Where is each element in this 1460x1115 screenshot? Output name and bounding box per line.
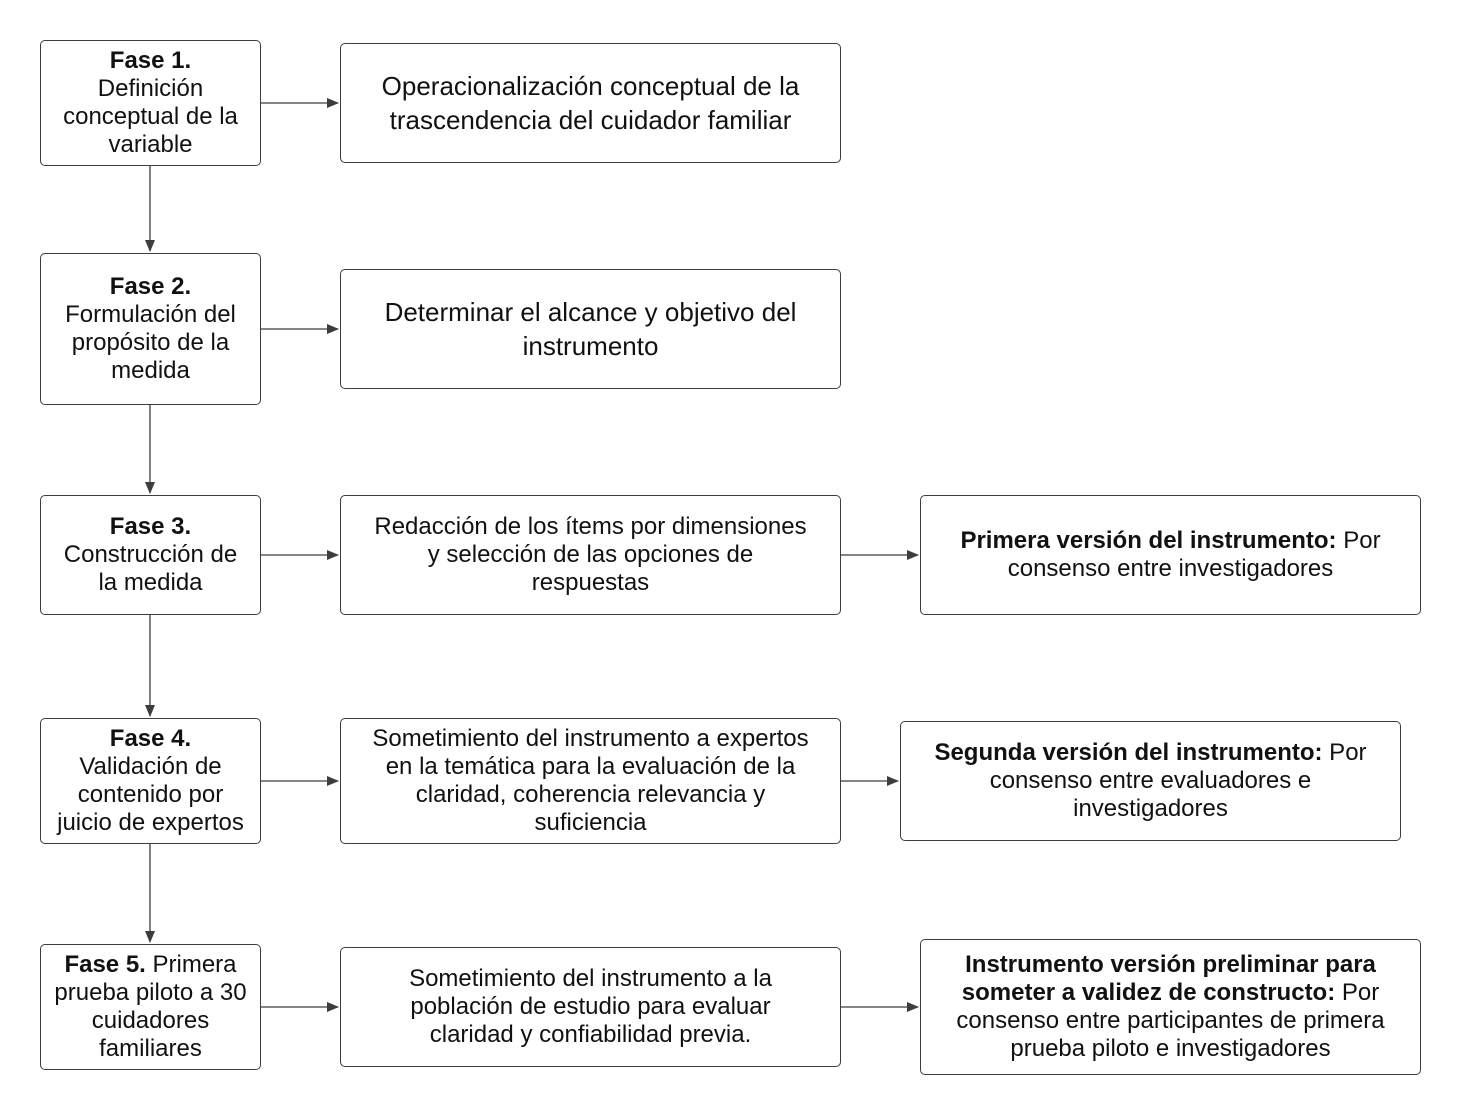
result-3-rest: Por xyxy=(1336,527,1381,554)
phase-1-line-2: conceptual de la xyxy=(63,103,238,130)
phase-1-box: Fase 1. Definición conceptual de la vari… xyxy=(40,40,261,166)
result-5-line-1: consenso entre participantes de primera xyxy=(956,1007,1385,1034)
phase-2-line-1: Formulación del xyxy=(65,301,236,328)
phase-5-line-3: familiares xyxy=(99,1035,202,1062)
phase-1-line-1: Definición xyxy=(97,75,204,102)
phase-2-box: Fase 2. Formulación del propósito de la … xyxy=(40,253,261,405)
phase-4-line-3: juicio de expertos xyxy=(57,809,244,836)
action-2-box: Determinar el alcance y objetivo del ins… xyxy=(340,269,841,389)
result-3-box: Primera versión del instrumento: Por con… xyxy=(920,495,1421,615)
result-5-box: Instrumento versión preliminar para some… xyxy=(920,939,1421,1075)
action-1-line-2: trascendencia del cuidador familiar xyxy=(389,105,792,135)
action-1-line-1: Operacionalización conceptual de la xyxy=(381,71,800,101)
phase-4-label: Fase 4. xyxy=(109,725,192,752)
result-4-rest: Por xyxy=(1322,739,1367,766)
phase-2-line-3: medida xyxy=(111,357,190,384)
result-5-line-2: prueba piloto e investigadores xyxy=(1010,1035,1331,1062)
action-4-line-3: claridad, coherencia relevancia y xyxy=(415,781,766,808)
action-4-box: Sometimiento del instrumento a expertos … xyxy=(340,718,841,844)
result-4-line-2: investigadores xyxy=(1073,795,1228,822)
action-5-line-2: población de estudio para evaluar xyxy=(410,993,771,1020)
phase-5-label-rest: Primera xyxy=(145,951,237,978)
action-3-line-3: respuestas xyxy=(531,569,650,596)
phase-5-line-1: prueba piloto a 30 xyxy=(54,979,247,1006)
result-3-line-1: consenso entre investigadores xyxy=(1007,555,1334,582)
action-3-line-1: Redacción de los ítems por dimensiones xyxy=(374,513,807,540)
action-4-line-4: suficiencia xyxy=(534,809,647,836)
phase-2-line-2: propósito de la xyxy=(71,329,230,356)
action-5-box: Sometimiento del instrumento a la poblac… xyxy=(340,947,841,1067)
result-4-bold: Segunda versión del instrumento: xyxy=(934,739,1323,766)
action-3-line-2: y selección de las opciones de xyxy=(427,541,754,568)
phase-3-box: Fase 3. Construcción de la medida xyxy=(40,495,261,615)
phase-4-line-1: Validación de xyxy=(79,753,222,780)
phase-3-label: Fase 3. xyxy=(109,513,192,540)
phase-1-line-3: variable xyxy=(108,131,193,158)
result-4-box: Segunda versión del instrumento: Por con… xyxy=(900,721,1401,841)
phase-3-line-1: Construcción de xyxy=(63,541,238,568)
phase-4-line-2: contenido por xyxy=(77,781,224,808)
phase-5-box: Fase 5. Primera prueba piloto a 30 cuida… xyxy=(40,944,261,1070)
action-2-line-1: Determinar el alcance y objetivo del xyxy=(384,297,797,327)
result-4-line-1: consenso entre evaluadores e xyxy=(989,767,1312,794)
result-5-rest: Por xyxy=(1335,979,1380,1006)
result-5-bold-line-1: Instrumento versión preliminar para xyxy=(965,951,1376,978)
phase-3-line-2: la medida xyxy=(98,569,203,596)
action-1-box: Operacionalización conceptual de la tras… xyxy=(340,43,841,163)
phase-1-label: Fase 1. xyxy=(109,47,192,74)
action-4-line-1: Sometimiento del instrumento a expertos xyxy=(372,725,809,752)
phase-4-box: Fase 4. Validación de contenido por juic… xyxy=(40,718,261,844)
action-5-line-1: Sometimiento del instrumento a la xyxy=(409,965,772,992)
result-3-bold: Primera versión del instrumento: xyxy=(960,527,1337,554)
phase-5-label: Fase 5. xyxy=(64,951,146,978)
action-2-line-2: instrumento xyxy=(522,331,659,361)
result-5-bold-line-2: someter a validez de constructo: xyxy=(961,979,1336,1006)
action-5-line-3: claridad y confiabilidad previa. xyxy=(429,1021,752,1048)
phase-5-line-2: cuidadores xyxy=(91,1007,210,1034)
action-4-line-2: en la temática para la evaluación de la xyxy=(385,753,796,780)
action-3-box: Redacción de los ítems por dimensiones y… xyxy=(340,495,841,615)
phase-2-label: Fase 2. xyxy=(109,273,192,300)
